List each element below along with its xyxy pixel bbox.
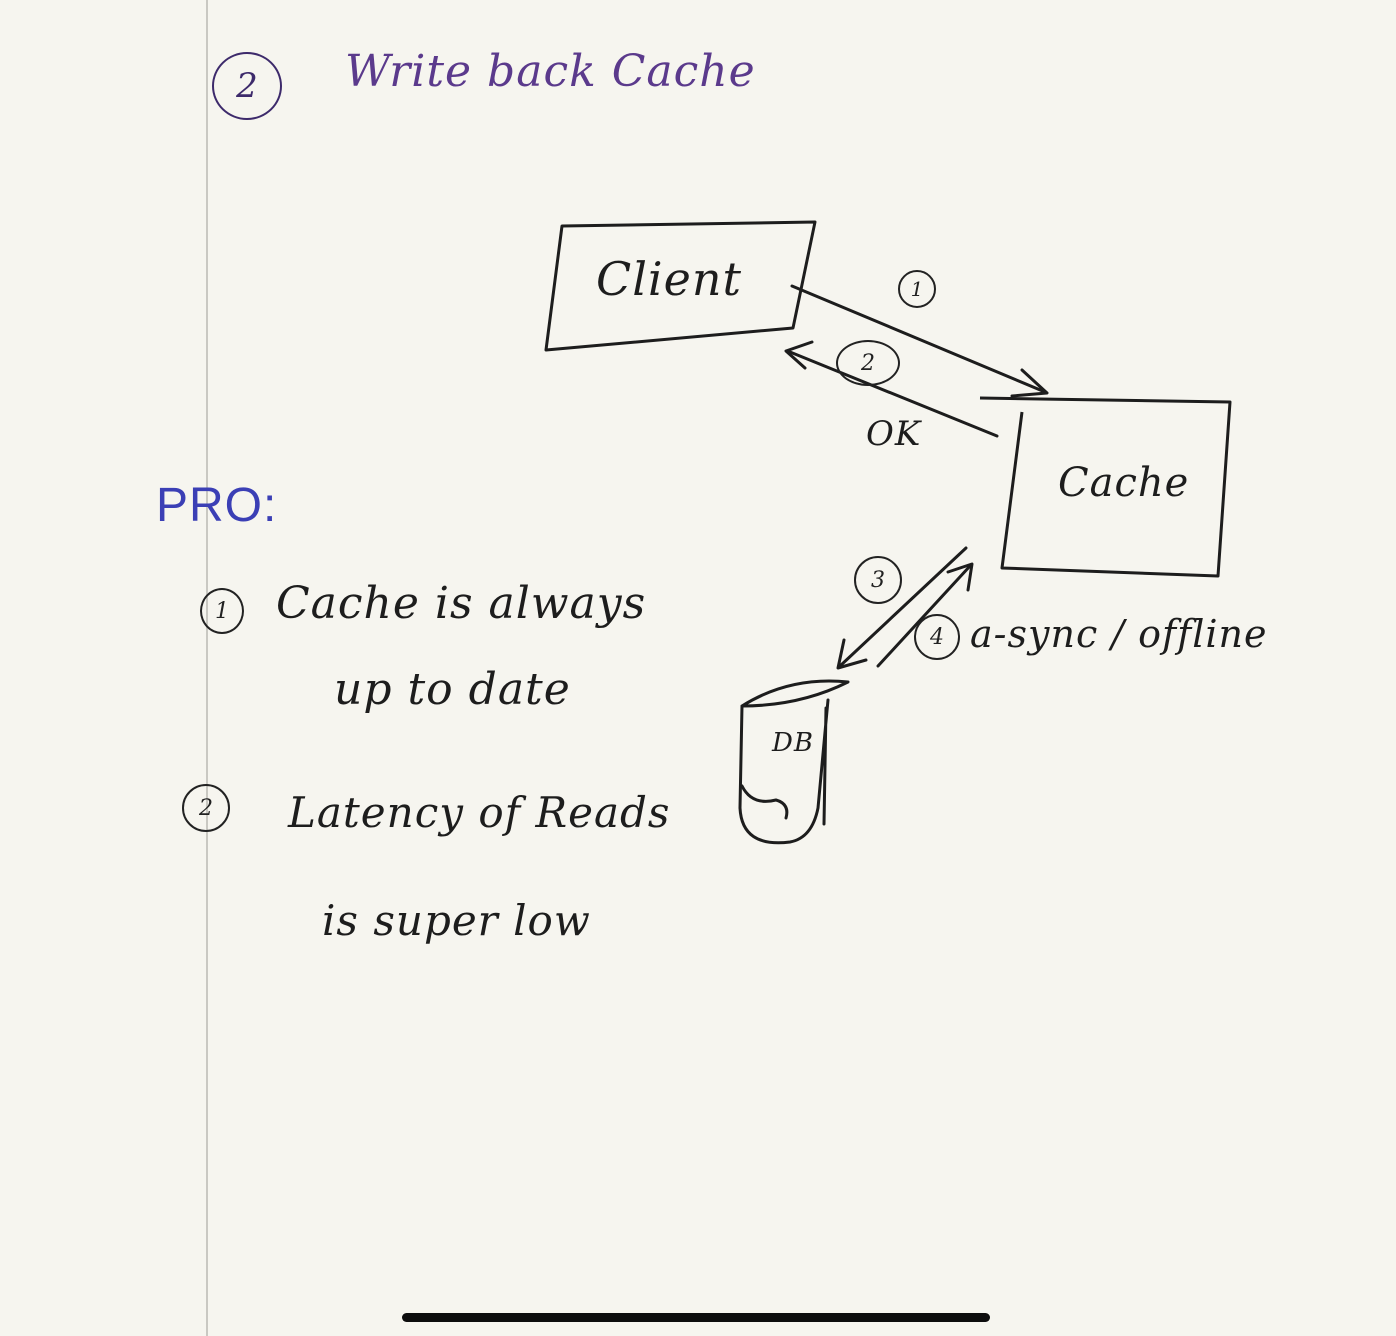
heading-number: 2 <box>236 66 258 106</box>
pro-2-line1: Latency of Reads <box>288 788 671 837</box>
step-4-badge: 4 <box>914 614 960 660</box>
pro-2-line2: is super low <box>322 896 591 945</box>
step-2-badge: 2 <box>836 340 900 386</box>
db-swirl <box>740 784 789 820</box>
db-label: DB <box>772 728 814 758</box>
pro-1-number: 1 <box>215 598 229 624</box>
step-3-number: 3 <box>871 567 885 593</box>
pro-2-badge: 2 <box>182 784 230 832</box>
arrow-db-to-cache <box>876 564 972 668</box>
pro-1-line2: up to date <box>334 664 571 715</box>
cache-box <box>979 396 1232 578</box>
arrow-cache-to-db-head <box>836 638 868 670</box>
async-label: a-sync / offline <box>970 612 1268 656</box>
arrow-cache-to-client-head <box>784 340 814 370</box>
pro-2-number: 2 <box>199 795 213 821</box>
step-2-number: 2 <box>861 350 875 376</box>
cache-label: Cache <box>1058 460 1190 506</box>
step-1-number: 1 <box>910 277 924 301</box>
client-label: Client <box>596 252 742 306</box>
pro-1-badge: 1 <box>200 588 244 634</box>
arrow-client-to-cache-head <box>1010 368 1049 398</box>
pro-1-line1: Cache is always <box>276 578 647 629</box>
step-4-number: 4 <box>930 624 944 650</box>
heading-title: Write back Cache <box>345 46 756 97</box>
margin-line <box>206 0 208 1336</box>
heading-number-badge: 2 <box>212 52 282 120</box>
pros-heading: PRO: <box>156 479 278 532</box>
client-box <box>544 220 817 352</box>
ok-label: OK <box>866 414 922 454</box>
db-cylinder <box>738 679 850 845</box>
home-indicator[interactable] <box>402 1313 990 1322</box>
arrow-cache-to-db <box>838 546 968 668</box>
step-1-badge: 1 <box>898 270 936 308</box>
arrow-cache-to-client <box>788 350 999 438</box>
step-3-badge: 3 <box>854 556 902 604</box>
arrow-client-to-cache <box>790 284 1047 394</box>
arrow-db-to-cache-head <box>946 562 974 592</box>
